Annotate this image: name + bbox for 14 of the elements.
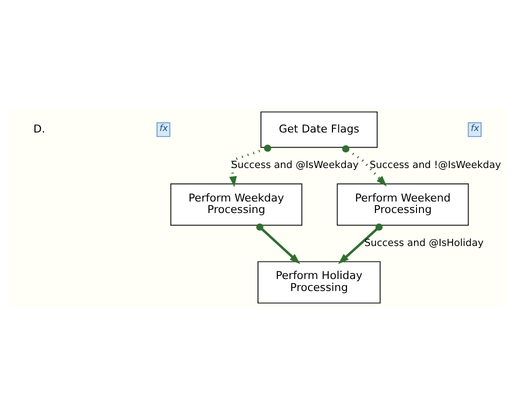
node-box: Perform Weekend Processing xyxy=(336,183,469,226)
label: fx xyxy=(159,124,168,134)
arrow xyxy=(338,223,383,264)
arrow xyxy=(256,223,300,264)
arrow xyxy=(342,145,387,186)
edge-label: Success and @IsHoliday xyxy=(364,238,484,249)
label: fx xyxy=(470,124,480,134)
arrow xyxy=(229,144,272,188)
node-box: Perform Holiday Processing xyxy=(258,261,381,304)
edge-label: Success and !@IsWeekday xyxy=(370,160,501,172)
edge-label: Success and @IsWeekday xyxy=(231,160,359,172)
label: D. xyxy=(33,122,46,136)
node-box: Perform Weekday Processing xyxy=(170,183,302,226)
node-box: Get Date Flags xyxy=(260,111,378,148)
